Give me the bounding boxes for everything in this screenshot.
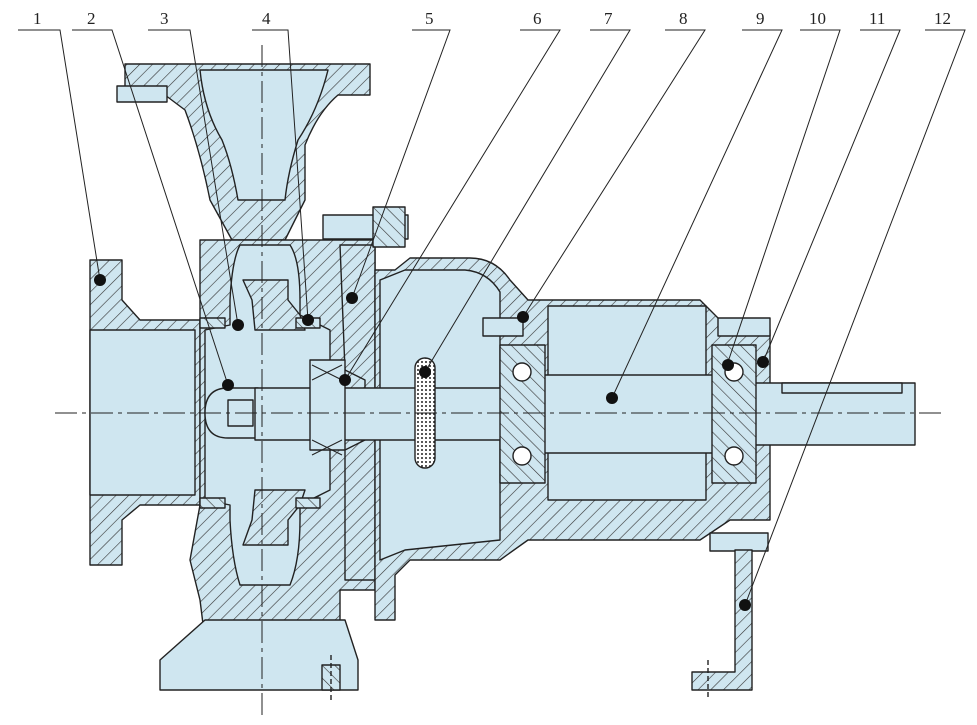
callout-3-label: 3 xyxy=(160,9,169,28)
callout-11-label: 11 xyxy=(869,9,885,28)
callout-labels: 1 2 3 4 5 6 7 8 9 10 11 12 xyxy=(33,9,951,28)
end-cover-bolt xyxy=(717,317,771,337)
discharge-passage xyxy=(199,69,329,201)
callout-4-label: 4 xyxy=(262,9,271,28)
callout-10-label: 10 xyxy=(809,9,826,28)
callout-9-label: 9 xyxy=(756,9,765,28)
shaft-center-section xyxy=(539,374,716,454)
callout-12-label: 12 xyxy=(934,9,951,28)
discharge-bolt xyxy=(116,85,168,103)
support-leg xyxy=(691,549,753,691)
impeller-shroud-lower xyxy=(242,489,306,546)
shaft-key xyxy=(781,382,903,394)
foot-support-bolt xyxy=(709,532,769,552)
callout-1-label: 1 xyxy=(33,9,42,28)
packing-seal xyxy=(309,359,346,451)
casing-foot xyxy=(159,619,359,691)
foot-bolt xyxy=(321,664,341,691)
leader-lines xyxy=(18,29,966,606)
wear-ring-front-lower xyxy=(199,497,226,509)
callout-5-label: 5 xyxy=(425,9,434,28)
callout-7-label: 7 xyxy=(604,9,613,28)
callout-2-label: 2 xyxy=(87,9,96,28)
wear-ring-front xyxy=(199,317,226,329)
wear-ring-back-lower xyxy=(295,497,321,509)
callout-8-label: 8 xyxy=(679,9,688,28)
callout-markers xyxy=(94,274,769,611)
pump-shaft xyxy=(254,387,546,441)
bearing-bolt xyxy=(482,317,524,337)
callout-6-label: 6 xyxy=(533,9,542,28)
